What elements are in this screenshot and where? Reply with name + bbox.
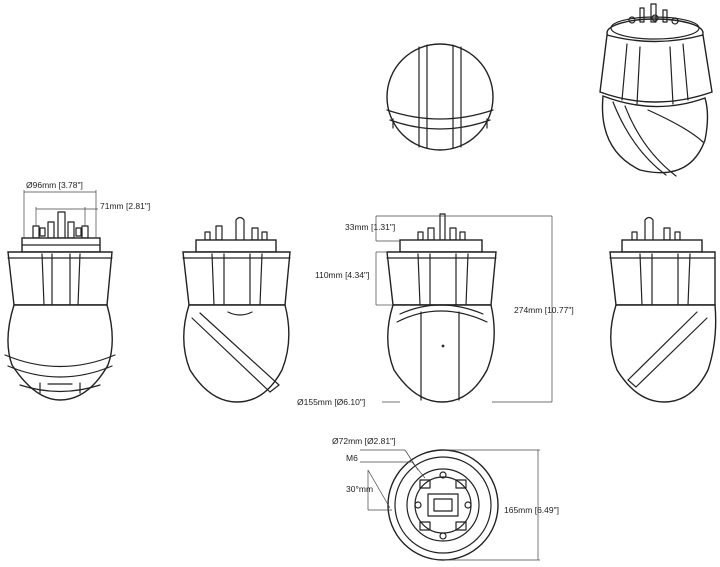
dome-diameter-label: Ø155mm [Ø6.10"] bbox=[297, 397, 365, 407]
base-diameter-label: 165mm [6.49"] bbox=[504, 505, 559, 515]
body-height-label: 110mm [4.34"] bbox=[315, 270, 369, 280]
bottom-view bbox=[360, 449, 540, 561]
screw-size-label: M6 bbox=[346, 453, 358, 463]
dimensioned-side-view bbox=[375, 213, 553, 403]
top-height-label: 33mm [1.31"] bbox=[345, 222, 395, 232]
base-bolt-circle-label: Ø72mm [Ø2.81"] bbox=[332, 436, 395, 446]
dome-only-view bbox=[386, 43, 494, 151]
perspective-view bbox=[599, 3, 713, 177]
top-diameter-label: Ø96mm [3.78"] bbox=[26, 180, 83, 190]
side-view bbox=[182, 216, 291, 403]
screw-angle-label: 30°mm bbox=[346, 484, 373, 494]
total-height-label: 274mm [10.77"] bbox=[514, 305, 574, 315]
front-view bbox=[4, 190, 116, 401]
mount-spacing-label: 71mm [2.81"] bbox=[100, 201, 150, 211]
rear-side-view bbox=[609, 216, 717, 403]
